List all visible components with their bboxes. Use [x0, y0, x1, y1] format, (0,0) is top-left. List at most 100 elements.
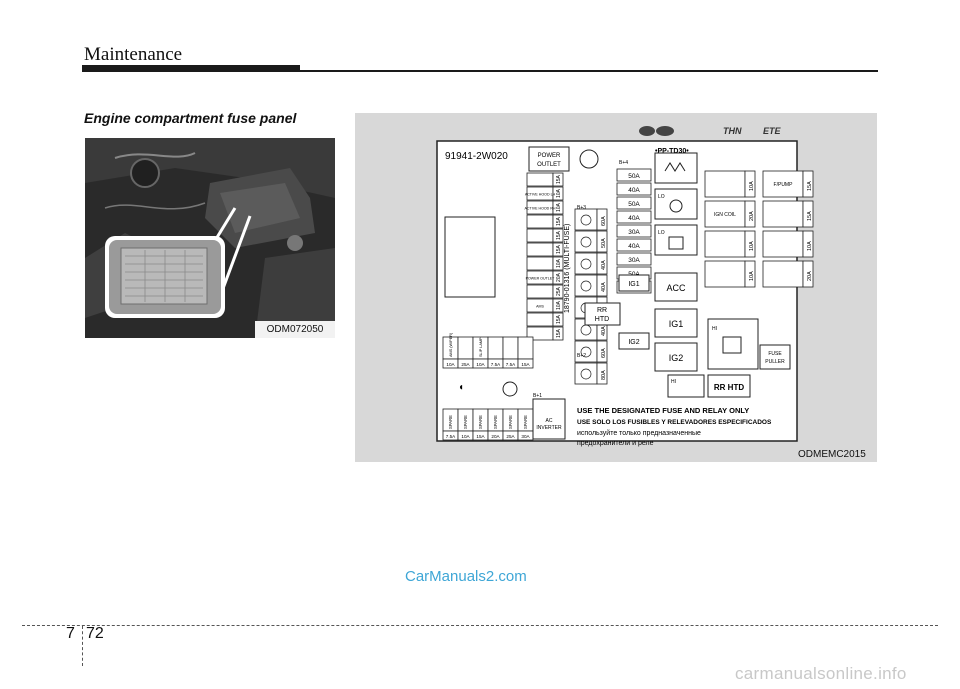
watermark-link[interactable]: CarManuals2.com	[405, 568, 527, 585]
fuse-rating: 10A	[749, 271, 755, 281]
fuse-cell: 10A	[526, 256, 564, 271]
fuse-rating: 15A	[556, 328, 562, 338]
fuse-rating: 40A	[601, 260, 607, 270]
bottom-fuse-cell: AMS (WIPER)10A	[442, 332, 459, 369]
bplus-label: B+3	[577, 205, 586, 211]
fuse-rating: 15A	[556, 230, 562, 240]
bottom-fuse-cell: 7.5A	[487, 336, 504, 369]
lo-label: LO	[658, 194, 665, 200]
relay-box	[654, 308, 698, 338]
footer-rule	[22, 625, 938, 626]
multi-fuse-cell: 80A	[574, 362, 608, 385]
fuse-rating: 20A	[556, 272, 562, 282]
fuse-label: SPARE	[508, 415, 513, 429]
bplus-label: B+4	[619, 160, 628, 166]
notice-line: USE SOLO LOS FUSIBLES Y RELEVADORES ESPE…	[577, 419, 772, 426]
hi-wiper-box	[667, 374, 705, 398]
hi-label: HI	[671, 379, 676, 385]
fuse-cell: 15A	[526, 242, 564, 257]
fuse-label: SPARE	[523, 415, 528, 429]
mid-fuse-cell: 50A	[616, 168, 652, 182]
right-fuse-cell: 10A	[704, 230, 756, 258]
fuse-rating: 15A	[556, 216, 562, 226]
svg-text:PULLER: PULLER	[765, 359, 785, 365]
relay-box	[654, 342, 698, 372]
right-fuse-cell: 20A	[762, 260, 814, 288]
horn-icon: ◖	[458, 382, 464, 393]
fuse-rating: 20A	[749, 211, 755, 221]
fuse-rating: 60A	[601, 216, 607, 226]
svg-text:AC: AC	[546, 418, 553, 424]
relay-box	[707, 374, 751, 398]
engine-compartment-photo	[85, 138, 335, 338]
header-rule-thin	[300, 70, 878, 72]
fuse-rating: 15A	[556, 244, 562, 254]
multi-fuse-cell: 50A	[574, 230, 608, 253]
right-fuse-cell: 10A	[704, 170, 756, 198]
fuse-rating: 25A	[506, 434, 515, 439]
notice-line: используйте только предназначенные	[577, 429, 701, 437]
fuse-cell: 15A	[526, 326, 564, 341]
fuse-cell: AMS 10A	[526, 298, 564, 313]
fuse-rating: 10A	[556, 202, 562, 212]
fuse-cell: 15A	[526, 228, 564, 243]
fuse-rating: 10A	[476, 362, 485, 367]
mid-fuse-cell: 30A	[616, 224, 652, 238]
fuse-cell: 15A	[526, 214, 564, 229]
fuse-label: F/PUMP	[774, 182, 794, 188]
fuse-rating: 15A	[476, 434, 485, 439]
site-watermark: carmanualsonline.info	[735, 664, 907, 683]
fuse-icon	[580, 368, 592, 380]
relay-box	[618, 274, 650, 292]
multi-fuse-label: 18790-01316 (MULTI-FUSE)	[564, 224, 571, 313]
fuse-rating: 10A	[556, 300, 562, 310]
fuse-rating: 10A	[749, 181, 755, 191]
relay-icon	[722, 336, 742, 354]
bottom-fuse-cell: 7.5A	[502, 336, 519, 369]
fuse-rating: 10A	[556, 258, 562, 268]
mid-fuse-cell: 50A	[616, 196, 652, 210]
footer-divider	[82, 626, 83, 666]
lo-label: LO	[658, 230, 665, 236]
fuse-rating: 50A	[601, 238, 607, 248]
brand-mark-ete: ETE	[763, 126, 782, 136]
brand-mark-thn: THN	[723, 126, 742, 136]
fuse-rating: 25A	[461, 362, 470, 367]
multi-fuse-cell: 60A	[574, 340, 608, 363]
fuse-rating: 30A	[628, 229, 640, 236]
fuse-rating: 30A	[628, 257, 640, 264]
spare-fuse-cell: SPARE 25A	[502, 408, 519, 441]
hyundai-logo-icon	[639, 126, 655, 136]
fuse-rating: 20A	[491, 434, 500, 439]
fuse-icon	[580, 236, 592, 248]
fuse-label: AMS (WIPER)	[449, 332, 453, 357]
header-rule	[82, 65, 300, 72]
notice-line: USE THE DESIGNATED FUSE AND RELAY ONLY	[577, 406, 749, 415]
fuse-label: AMS	[536, 305, 544, 309]
relay-label: RR HTD	[714, 383, 744, 392]
fuse-icon	[580, 258, 592, 270]
fan-icon	[669, 199, 683, 213]
bottom-fuse-cell: 15A	[517, 336, 534, 369]
fuse-rating: 10A	[461, 434, 470, 439]
fuse-rating: 10A	[807, 241, 813, 251]
relay-box	[618, 332, 650, 350]
cover-latch-icon	[579, 149, 599, 169]
relay-icon	[668, 236, 684, 250]
multi-fuse-cell: 40A	[574, 274, 608, 297]
fuse-label: ACTIVE HOOD RH	[525, 207, 556, 211]
fuse-rating: 60A	[601, 348, 607, 358]
relay-label: IG1	[628, 281, 639, 288]
ac-inverter-box	[532, 398, 566, 440]
hi-label: HI	[712, 326, 717, 332]
fuse-rating: 7.5A	[446, 434, 456, 439]
fuse-cell: 15A	[526, 172, 564, 187]
relay-box	[584, 302, 621, 326]
section-title: Engine compartment fuse panel	[84, 110, 297, 126]
relay-box	[654, 272, 698, 302]
svg-text:INVERTER: INVERTER	[536, 425, 562, 431]
fuse-rating: 40A	[601, 326, 607, 336]
fuse-icon	[580, 346, 592, 358]
